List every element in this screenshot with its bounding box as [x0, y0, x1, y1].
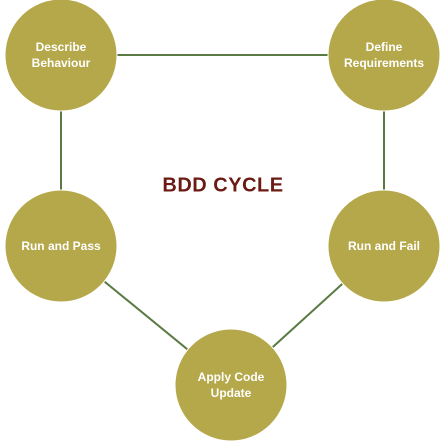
label-line: Run and Pass: [21, 239, 101, 253]
label-line: Behaviour: [31, 56, 91, 70]
node-run-and-pass: [4, 189, 118, 303]
node-define-requirements: [327, 0, 441, 112]
label-line: Run and Fail: [348, 239, 420, 253]
label-line: Define: [365, 40, 403, 54]
diagram-title: BDD CYCLE: [162, 174, 284, 197]
label-describe-behaviour: Describe Behaviour: [1, 39, 121, 71]
label-line: Apply Code: [197, 370, 265, 384]
node-apply-code-update: [174, 328, 288, 442]
label-define-requirements: Define Requirements: [324, 39, 444, 71]
label-line: Describe: [35, 40, 87, 54]
label-run-and-pass: Run and Pass: [1, 238, 121, 254]
label-line: Requirements: [343, 56, 425, 70]
label-apply-code-update: Apply Code Update: [171, 369, 291, 401]
node-run-and-fail: [327, 189, 441, 303]
label-line: Update: [210, 386, 252, 400]
label-run-and-fail: Run and Fail: [324, 238, 444, 254]
node-describe-behaviour: [4, 0, 118, 112]
